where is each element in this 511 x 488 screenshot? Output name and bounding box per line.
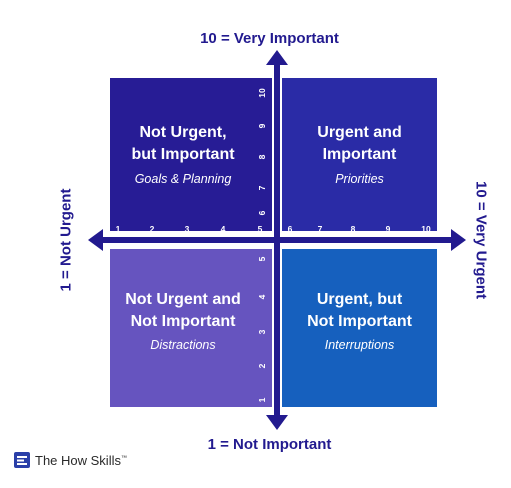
top-arrowhead-icon: [266, 50, 288, 65]
brand: The How Skills™: [14, 452, 127, 468]
quadrant-title: Not Urgent, but Important: [110, 122, 272, 166]
quadrant-not-urgent-not-important: Not Urgent and Not Important Distraction…: [110, 249, 272, 407]
x-tick-10: 10: [421, 224, 431, 234]
quadrant-title: Urgent and Important: [282, 122, 437, 166]
x-tick-5: 5: [257, 224, 263, 234]
vertical-axis-line: [274, 62, 280, 417]
y-tick-1: 1: [257, 397, 267, 403]
brand-name: The How Skills™: [35, 452, 127, 468]
quadrant-subtitle: Priorities: [335, 172, 384, 186]
x-axis-right-label: 10 = Very Urgent: [472, 181, 490, 299]
quadrant-title-line-1: Urgent and: [317, 124, 402, 141]
quadrant-title-line-2: Important: [322, 146, 397, 163]
x-tick-4: 4: [220, 224, 226, 234]
x-tick-1: 1: [115, 224, 121, 234]
quadrant-title-line-2: Not Important: [130, 313, 236, 330]
quadrant-title-line-1: Not Urgent,: [139, 124, 227, 141]
x-tick-3: 3: [184, 224, 190, 234]
quadrant-not-urgent-important: Not Urgent, but Important Goals & Planni…: [110, 78, 272, 231]
quadrant-urgent-not-important: Urgent, but Not Important Interruptions: [282, 249, 437, 407]
quadrant-title: Urgent, but Not Important: [282, 289, 437, 333]
x-tick-2: 2: [149, 224, 155, 234]
y-tick-8: 8: [257, 154, 267, 160]
quadrant-urgent-important: Urgent and Important Priorities: [282, 78, 437, 231]
y-tick-5: 5: [257, 256, 267, 262]
y-tick-4: 4: [257, 294, 267, 300]
brand-logo-icon: [14, 452, 30, 468]
y-axis-top-label: 10 = Very Important: [200, 30, 339, 47]
left-arrowhead-icon: [88, 229, 103, 251]
right-arrowhead-icon: [451, 229, 466, 251]
y-tick-2: 2: [257, 363, 267, 369]
quadrant-subtitle: Goals & Planning: [134, 172, 232, 186]
y-tick-3: 3: [257, 329, 267, 335]
y-axis-bottom-label: 1 = Not Important: [207, 436, 332, 453]
x-tick-8: 8: [350, 224, 356, 234]
quadrant-title-line-1: Urgent, but: [316, 291, 403, 308]
quadrant-title-line-1: Not Urgent and: [125, 291, 241, 308]
quadrant-subtitle: Distractions: [150, 338, 216, 352]
quadrant-title-line-2: but Important: [131, 146, 235, 163]
quadrant-title-line-2: Not Important: [307, 313, 412, 330]
y-tick-6: 6: [257, 210, 267, 216]
y-tick-7: 7: [257, 185, 267, 191]
x-tick-6: 6: [287, 224, 293, 234]
y-tick-10: 10: [257, 88, 267, 98]
quadrant-title: Not Urgent and Not Important: [110, 289, 272, 333]
x-axis-left-label: 1 = Not Urgent: [57, 188, 75, 292]
y-tick-9: 9: [257, 123, 267, 129]
bottom-arrowhead-icon: [266, 415, 288, 430]
x-tick-9: 9: [385, 224, 391, 234]
quadrant-subtitle: Interruptions: [324, 338, 395, 352]
x-tick-7: 7: [317, 224, 323, 234]
